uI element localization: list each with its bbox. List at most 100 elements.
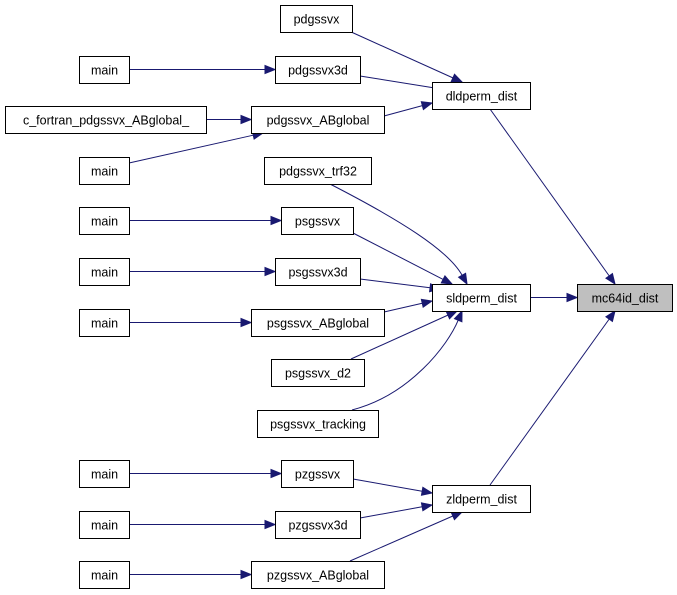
node-label: main (91, 468, 118, 482)
node-main2[interactable]: main (79, 157, 130, 185)
arrowhead (420, 101, 434, 111)
node-mc64id[interactable]: mc64id_dist (577, 284, 673, 312)
node-main5[interactable]: main (79, 309, 130, 337)
node-main4[interactable]: main (79, 258, 130, 286)
node-label: mc64id_dist (592, 292, 659, 306)
node-psgssvx[interactable]: psgssvx (281, 207, 354, 235)
node-box (79, 157, 130, 185)
node-c-fortran[interactable]: c_fortran_pdgssvx_ABglobal_ (5, 106, 207, 134)
edge-c_fortran-to-pdgssvx_abg (206, 114, 253, 125)
node-label: main (91, 266, 118, 280)
node-pzgssvx3d[interactable]: pzgssvx3d (275, 511, 361, 539)
node-label: main (91, 215, 118, 229)
arrowhead (605, 272, 616, 286)
edge-line (352, 478, 423, 492)
node-sldperm[interactable]: sldperm_dist (432, 284, 531, 312)
node-box (264, 157, 372, 185)
edge-line (359, 506, 423, 519)
edge-line (359, 278, 431, 289)
edge-psgssvx-to-sldperm (352, 232, 454, 285)
arrowhead (270, 215, 283, 226)
node-box (251, 106, 385, 134)
node-label: psgssvx_d2 (285, 367, 351, 381)
edge-pdgssvx_abg-to-dldperm (383, 101, 434, 117)
node-label: pdgssvx3d (288, 64, 348, 78)
node-box (79, 258, 130, 286)
node-box (275, 511, 361, 539)
arrowhead (450, 73, 464, 83)
node-main9[interactable]: main (79, 561, 130, 589)
node-box (432, 485, 531, 513)
edge-line (359, 75, 438, 89)
edge-pdgssvx_trf32-to-sldperm (329, 183, 468, 286)
node-main3[interactable]: main (79, 207, 130, 235)
edge-main4-to-psgssvx3d (129, 266, 277, 277)
node-box (275, 56, 361, 84)
edge-psgssvx_abg-to-sldperm (383, 298, 434, 313)
node-pdgssvx-abg[interactable]: pdgssvx_ABglobal (251, 106, 385, 134)
node-label: psgssvx_tracking (270, 418, 366, 432)
node-pdgssvx-trf32[interactable]: pdgssvx_trf32 (264, 157, 372, 185)
node-label: dldperm_dist (446, 90, 518, 104)
node-box (79, 56, 130, 84)
arrowhead (450, 511, 464, 521)
edge-line (349, 515, 454, 562)
edge-sldperm-to-mc64id (530, 292, 579, 303)
node-label: pdgssvx (294, 13, 341, 27)
node-box (280, 5, 353, 33)
edge-main1-to-pdgssvx3d (129, 64, 277, 75)
arrowhead (457, 272, 468, 286)
node-psgssvx-d2[interactable]: psgssvx_d2 (271, 359, 365, 387)
arrowhead (420, 486, 434, 496)
arrowhead (420, 298, 434, 308)
node-psgssvx-tracking[interactable]: psgssvx_tracking (257, 410, 379, 438)
node-box (281, 460, 354, 488)
node-box (251, 561, 385, 589)
node-label: sldperm_dist (446, 292, 517, 306)
node-psgssvx-abg[interactable]: psgssvx_ABglobal (251, 309, 385, 337)
edge-line (351, 320, 459, 411)
edge-pzgssvx-to-zldperm (352, 478, 434, 496)
edge-pzgssvx3d-to-zldperm (359, 502, 434, 519)
arrowhead (453, 309, 463, 323)
node-label: main (91, 64, 118, 78)
arrowhead (566, 292, 579, 303)
node-box (79, 460, 130, 488)
edge-line (329, 183, 463, 276)
arrowhead (240, 317, 253, 328)
node-pzgssvx[interactable]: pzgssvx (281, 460, 354, 488)
node-zldperm[interactable]: zldperm_dist (432, 485, 531, 513)
node-pdgssvx3d[interactable]: pdgssvx3d (275, 56, 361, 84)
node-main1[interactable]: main (79, 56, 130, 84)
node-label: zldperm_dist (446, 493, 517, 507)
node-label: main (91, 317, 118, 331)
edge-dldperm-to-mc64id (489, 108, 616, 286)
node-box (275, 258, 361, 286)
arrowhead (240, 569, 253, 580)
edge-psgssvx_tracking-to-sldperm (351, 309, 463, 411)
node-dldperm[interactable]: dldperm_dist (432, 82, 531, 110)
node-box (79, 309, 130, 337)
node-pdgssvx[interactable]: pdgssvx (280, 5, 353, 33)
node-label: pzgssvx (295, 468, 341, 482)
edge-main9-to-pzgssvx_abg (129, 569, 253, 580)
arrowhead (440, 274, 454, 285)
node-box (79, 561, 130, 589)
node-main8[interactable]: main (79, 511, 130, 539)
node-main7[interactable]: main (79, 460, 130, 488)
arrowhead (264, 519, 277, 530)
node-label: pdgssvx_trf32 (279, 165, 357, 179)
edge-line (489, 108, 610, 277)
node-psgssvx3d[interactable]: psgssvx3d (275, 258, 361, 286)
edge-main3-to-psgssvx (129, 215, 283, 226)
node-pzgssvx-abg[interactable]: pzgssvx_ABglobal (251, 561, 385, 589)
edge-line (383, 105, 423, 117)
edge-line (489, 318, 610, 486)
edge-line (383, 302, 423, 313)
node-label: pdgssvx_ABglobal (267, 114, 370, 128)
node-box (432, 284, 531, 312)
edge-pdgssvx-to-dldperm (348, 30, 464, 83)
node-box (5, 106, 207, 134)
node-label: psgssvx3d (288, 266, 347, 280)
